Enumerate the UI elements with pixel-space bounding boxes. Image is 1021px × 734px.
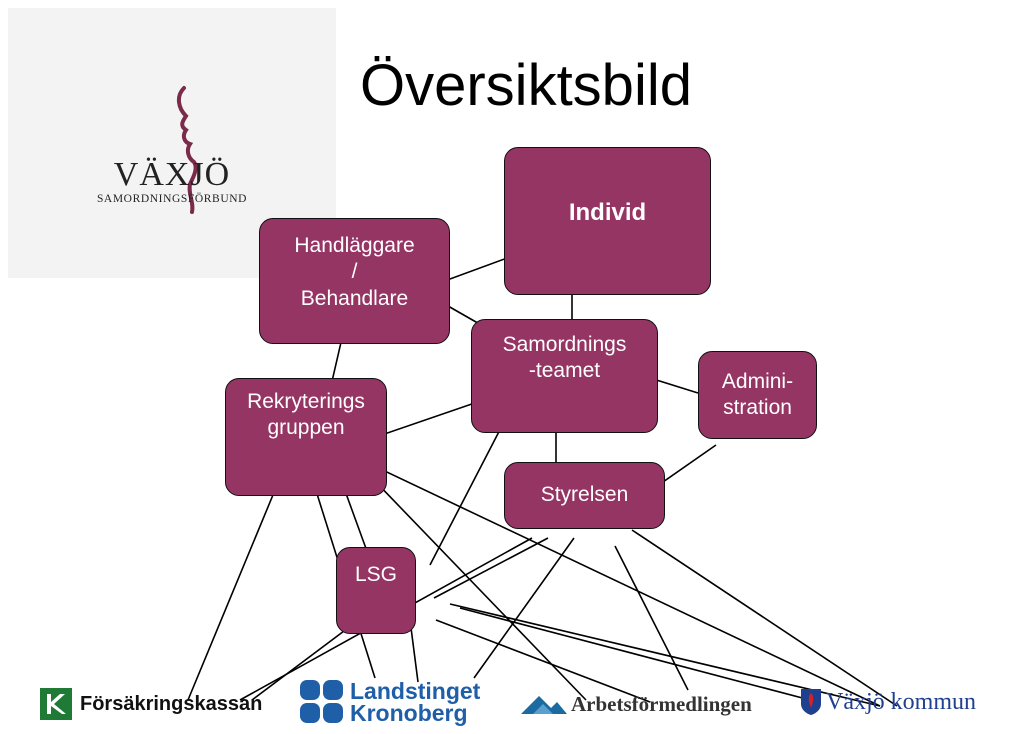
org-landstinget-line2: Kronoberg	[350, 700, 468, 726]
page-title: Översiktsbild	[360, 53, 692, 118]
connector-line	[371, 464, 881, 707]
landstinget-logo-icon	[300, 680, 343, 723]
connector-line	[473, 537, 575, 679]
node-rekryteringsgruppen: Rekryterings gruppen	[225, 378, 387, 496]
vaxjo-samordningsforbund-logo: VÄXJÖ SAMORDNINGSFÖRBUND	[8, 8, 336, 278]
org-forsakringskassan: Försäkringskassan	[40, 682, 262, 726]
af-logo-icon	[521, 696, 567, 714]
org-fk-name: Försäkringskassan	[80, 692, 263, 715]
org-af-name: Arbetsförmedlingen	[571, 691, 752, 716]
logo-sub-text: SAMORDNINGSFÖRBUND	[96, 193, 248, 205]
connector-line	[435, 619, 651, 703]
node-individ: Individ	[504, 147, 711, 295]
node-lsg: LSG	[336, 547, 416, 634]
connector-line	[429, 419, 506, 566]
connector-line	[433, 537, 549, 599]
node-styrelsen: Styrelsen	[504, 462, 665, 529]
connector-line	[459, 607, 811, 701]
face-profile-icon	[177, 86, 198, 214]
node-handlaggare-behandlare: Handläggare / Behandlare	[259, 218, 450, 344]
kommun-shield-icon	[801, 689, 821, 715]
logo-main-text: VÄXJÖ	[113, 156, 231, 193]
org-arbetsformedlingen: Arbetsförmedlingen	[521, 682, 752, 726]
org-kommun-name: Växjö kommun	[826, 688, 976, 715]
connector-line	[614, 545, 689, 691]
org-landstinget-line1: Landstinget	[350, 678, 481, 704]
connector-line	[187, 477, 281, 701]
fk-logo-icon	[40, 688, 72, 720]
connector-line	[251, 621, 357, 701]
node-administration: Admini- stration	[698, 351, 817, 439]
org-landstinget-kronoberg: Landstinget Kronoberg	[300, 678, 481, 726]
org-vaxjo-kommun: Växjö kommun	[800, 680, 976, 724]
node-samordningsteamet: Samordnings -teamet	[471, 319, 658, 433]
connector-line	[631, 529, 898, 707]
connector-line	[649, 377, 699, 394]
